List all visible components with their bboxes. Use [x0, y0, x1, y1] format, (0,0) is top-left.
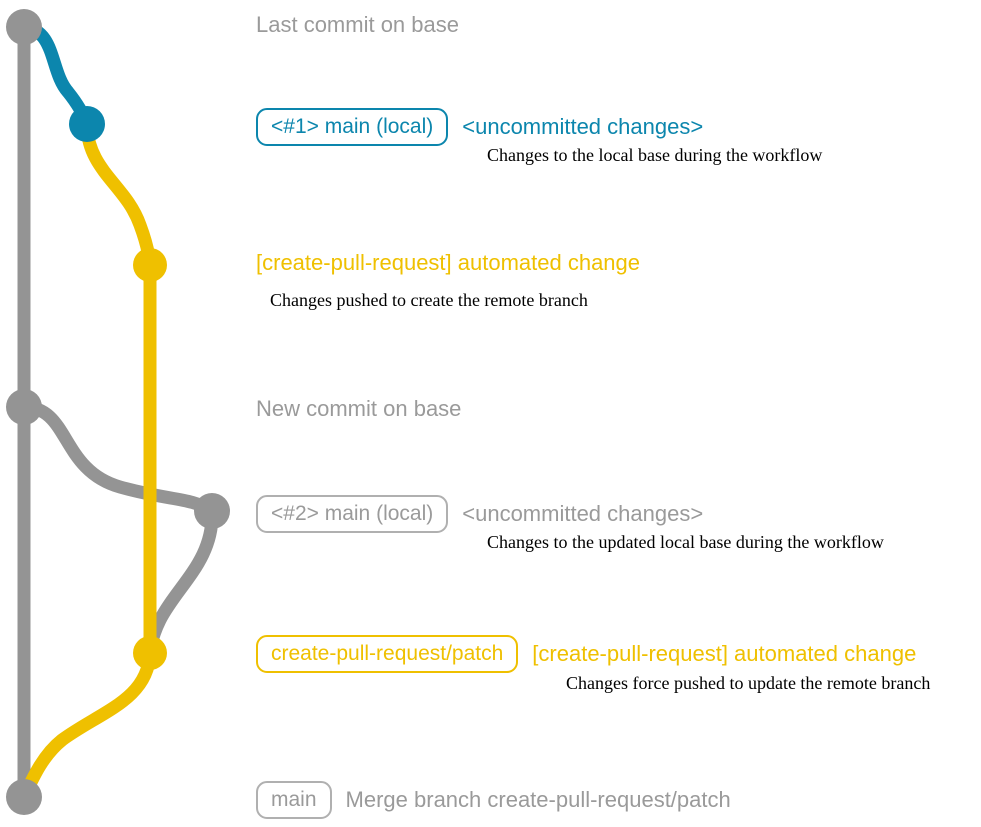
edge-base-to-local2 — [17, 400, 219, 518]
commit-caption-local-2: Changes to the updated local base during… — [487, 532, 884, 552]
commit-subject-automated-2: [create-pull-request] automated change — [532, 641, 917, 666]
commit-subject-local-2: <uncommitted changes> — [462, 501, 704, 526]
commit-node-local-1 — [69, 106, 105, 142]
row-local-2: <#2> main (local) <uncommitted changes> — [256, 495, 703, 533]
row-automated-change-1: [create-pull-request] automated change — [256, 252, 640, 274]
commit-subject-merge: Merge branch create-pull-request/patch — [345, 787, 731, 812]
ref-badge-main-local-1[interactable]: <#1> main (local) — [256, 108, 449, 146]
row-automated-change-2: create-pull-request/patch [create-pull-r… — [256, 635, 916, 673]
heading-last-commit-on-base: Last commit on base — [256, 12, 459, 37]
commit-subject-automated-1: [create-pull-request] automated change — [256, 250, 641, 275]
commit-node-local-2 — [194, 493, 230, 529]
commit-node-merge — [6, 779, 42, 815]
edge-patch2-to-merge — [17, 646, 157, 804]
ref-badge-label: <#1> main (local) — [271, 115, 434, 138]
heading-new-commit-on-base: New commit on base — [256, 396, 462, 421]
ref-badge-label: main — [271, 788, 317, 811]
ref-badge-label: <#2> main (local) — [271, 502, 434, 525]
commit-caption-local-1: Changes to the local base during the wor… — [487, 145, 823, 165]
row-new-commit-on-base: New commit on base — [256, 398, 461, 420]
commit-subject-local-1: <uncommitted changes> — [462, 114, 704, 139]
commit-node-patch-2 — [133, 636, 167, 670]
row-last-commit-on-base: Last commit on base — [256, 14, 459, 36]
edge-local2-to-patch2 — [143, 504, 219, 660]
commit-node-base-1 — [6, 9, 42, 45]
commit-caption-automated-2: Changes force pushed to update the remot… — [566, 673, 931, 693]
row-merge: main Merge branch create-pull-request/pa… — [256, 781, 731, 819]
commit-node-base-2 — [6, 389, 42, 425]
commit-node-patch-1 — [133, 248, 167, 282]
commit-caption-automated-1: Changes pushed to create the remote bran… — [270, 290, 588, 310]
ref-badge-create-pull-request-patch[interactable]: create-pull-request/patch — [256, 635, 519, 673]
ref-badge-main-local-2[interactable]: <#2> main (local) — [256, 495, 449, 533]
commit-nodes — [6, 9, 230, 815]
row-local-1: <#1> main (local) <uncommitted changes> — [256, 108, 703, 146]
edge-local1-to-patch1 — [80, 117, 157, 272]
ref-badge-main[interactable]: main — [256, 781, 332, 819]
ref-badge-label: create-pull-request/patch — [271, 642, 504, 665]
